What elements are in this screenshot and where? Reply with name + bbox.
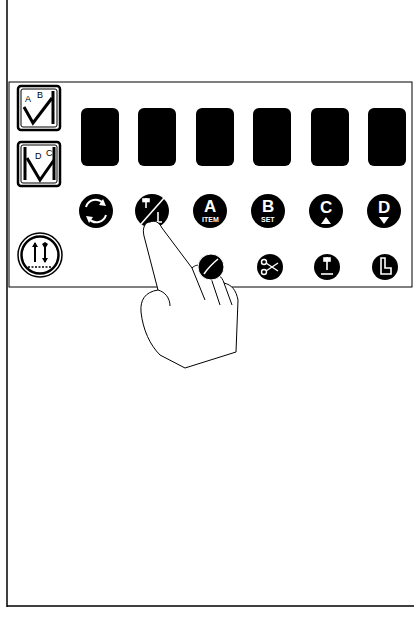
down-button: D [367, 194, 401, 228]
button-label: ITEM [202, 216, 219, 223]
item-button: AITEM [193, 194, 227, 228]
button-letter: B [262, 198, 274, 215]
pattern-icon: AB [18, 86, 60, 130]
pattern-icon [18, 142, 60, 186]
needle-position-symbol [141, 198, 164, 224]
button-letter: A [204, 198, 216, 215]
needle-updown-button [18, 233, 62, 277]
pointing-hand [141, 221, 238, 368]
button-letter: D [378, 199, 390, 216]
panel-button [79, 194, 401, 228]
frame-line [7, 605, 414, 607]
icon-letter: C [46, 149, 53, 158]
panel-outline [9, 82, 412, 287]
button-letter: C [320, 199, 332, 216]
frame-line [6, 0, 8, 607]
rotate-symbol [86, 199, 106, 223]
icon-letter: A [25, 95, 31, 104]
up-triangle [321, 217, 331, 224]
icon-letter: B [37, 91, 43, 100]
pattern-icon: DC [18, 142, 60, 186]
pattern-icon [18, 86, 60, 130]
icon-letter: D [35, 152, 42, 161]
up-button: C [309, 194, 343, 228]
digit-display [81, 108, 406, 166]
down-triangle [379, 217, 389, 224]
button-label: SET [261, 216, 275, 223]
set-button: BSET [251, 194, 285, 228]
function-button [198, 254, 398, 280]
